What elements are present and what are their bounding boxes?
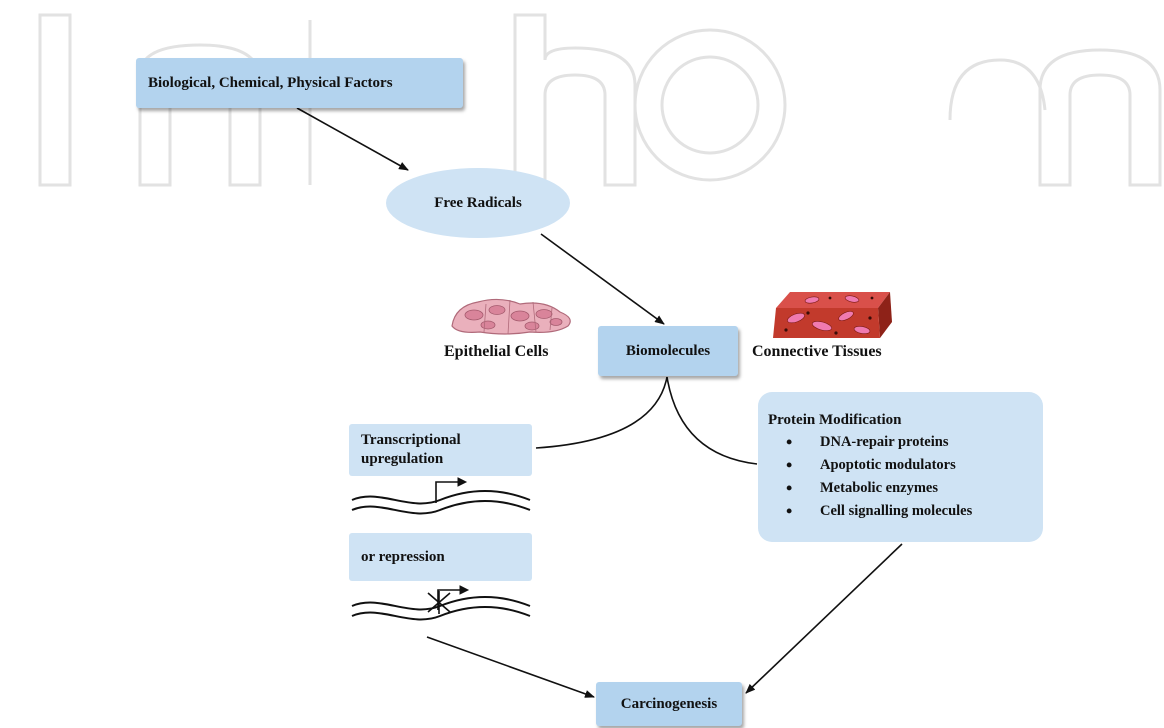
carcinogenesis-box: Carcinogenesis	[596, 682, 742, 726]
arrow-factors-to-radicals	[296, 107, 409, 171]
arrow-protein-to-carcinogenesis	[745, 543, 903, 694]
epithelial-cells-icon	[451, 298, 571, 335]
factors-label: Biological, Chemical, Physical Factors	[148, 74, 393, 91]
curve-biomolecules-to-transcription	[535, 376, 668, 449]
repression-box: or repression	[349, 533, 532, 581]
dna-promoter-arrow-icon	[351, 477, 531, 515]
list-item: Cell signalling molecules	[786, 500, 972, 523]
list-item: Metabolic enzymes	[786, 477, 972, 500]
transcriptional-upregulation-box: Transcriptional upregulation	[349, 424, 532, 476]
protein-modification-title: Protein Modification	[768, 412, 902, 428]
free-radicals-label: Free Radicals	[434, 194, 522, 211]
curve-biomolecules-to-protein	[666, 376, 758, 465]
biomolecules-label: Biomolecules	[625, 342, 711, 359]
protein-modification-box: Protein Modification DNA-repair proteins…	[758, 392, 1043, 542]
list-item: DNA-repair proteins	[786, 431, 972, 454]
free-radicals-node: Free Radicals	[386, 168, 570, 238]
list-item: Apoptotic modulators	[786, 454, 972, 477]
transcriptional-label-line2: upregulation	[361, 451, 444, 467]
dna-blocked-promoter-icon	[351, 585, 531, 621]
epithelial-cells-label: Epithelial Cells	[444, 343, 549, 360]
arrow-radicals-to-biomolecules	[540, 233, 665, 325]
protein-modification-list: DNA-repair proteins Apoptotic modulators…	[768, 431, 972, 523]
arrow-transcription-to-carcinogenesis	[426, 636, 595, 698]
biomolecules-box: Biomolecules	[598, 326, 738, 376]
connective-tissues-label: Connective Tissues	[752, 343, 882, 360]
carcinogenesis-label: Carcinogenesis	[620, 695, 718, 712]
transcriptional-label-line1: Transcriptional	[361, 432, 461, 448]
factors-box: Biological, Chemical, Physical Factors	[136, 58, 463, 108]
connective-tissue-icon	[773, 292, 892, 338]
repression-label: or repression	[361, 548, 445, 565]
